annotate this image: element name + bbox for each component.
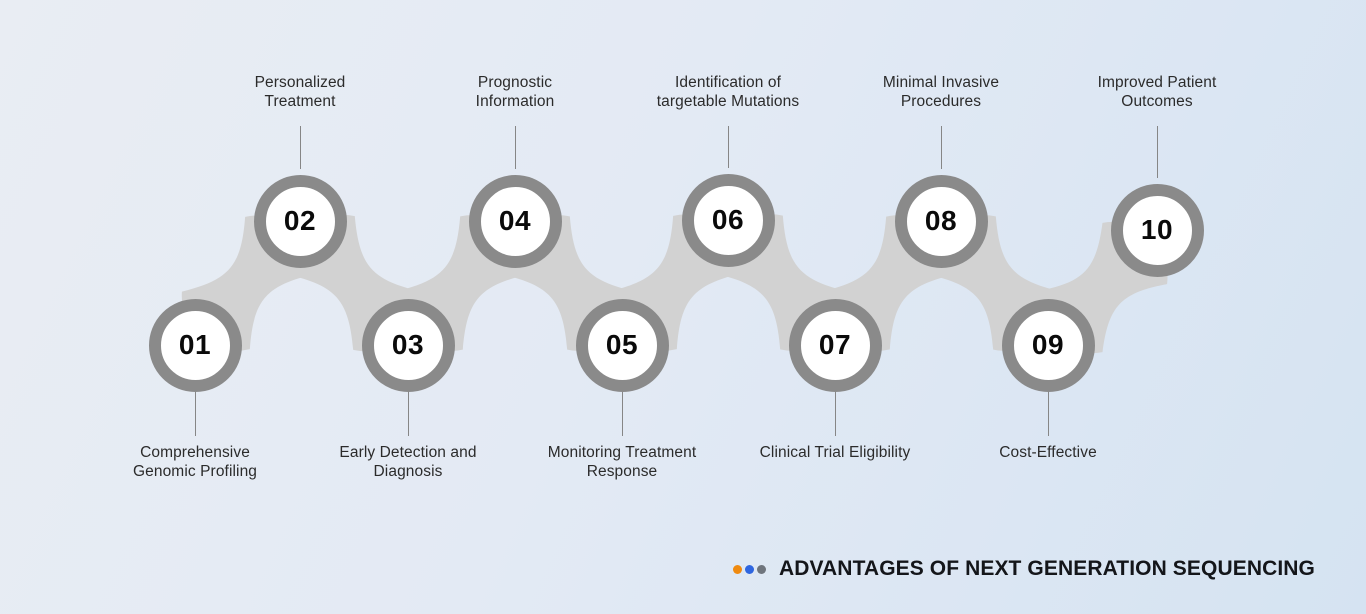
title-row: ADVANTAGES OF NEXT GENERATION SEQUENCING — [732, 557, 1315, 581]
connector-line — [940, 126, 942, 169]
step-number: 10 — [1140, 214, 1174, 245]
connector-line — [514, 126, 516, 169]
step-circle: 07 — [788, 298, 882, 392]
connector-line — [727, 126, 729, 168]
step-number: 04 — [498, 205, 532, 236]
step-label: Cost-Effective — [999, 444, 1097, 461]
dot-gray — [756, 564, 766, 574]
step-circle: 09 — [1001, 298, 1095, 392]
step-circle: 03 — [361, 298, 455, 392]
dot-blue — [744, 564, 754, 574]
connector-line — [299, 126, 301, 169]
dot-orange — [732, 564, 742, 574]
step-number: 03 — [391, 329, 425, 360]
connector-line — [1156, 126, 1158, 178]
step-label: Monitoring Treatment Response — [547, 444, 697, 480]
page-title: ADVANTAGES OF NEXT GENERATION SEQUENCING — [778, 557, 1315, 580]
step-label: Minimal Invasive Procedures — [882, 74, 1000, 110]
step-label: Improved Patient Outcomes — [1097, 74, 1217, 110]
step-number: 06 — [711, 204, 745, 235]
step-number: 07 — [818, 329, 852, 360]
step-circle: 02 — [253, 174, 347, 268]
step-number: 05 — [605, 329, 639, 360]
step-number: 09 — [1031, 329, 1065, 360]
step-number: 01 — [178, 329, 212, 360]
connector-line — [194, 392, 196, 436]
step-label: Personalized Treatment — [254, 74, 346, 110]
step-circle: 04 — [468, 174, 562, 268]
connector-line — [1047, 392, 1049, 436]
step-label: Identification of targetable Mutations — [656, 74, 800, 110]
step-number: 08 — [924, 205, 958, 236]
step-circle: 06 — [681, 173, 775, 267]
step-label: Prognostic Information — [475, 74, 555, 110]
step-label: Early Detection and Diagnosis — [339, 444, 477, 480]
step-label: Clinical Trial Eligibility — [759, 444, 911, 461]
title-dots — [732, 564, 766, 574]
connector-line — [834, 392, 836, 436]
step-circle: 01 — [148, 298, 242, 392]
step-circle: 10 — [1110, 183, 1204, 277]
connector-line — [621, 392, 623, 436]
step-circle: 08 — [894, 174, 988, 268]
step-label: Comprehensive Genomic Profiling — [132, 444, 258, 480]
step-number: 02 — [283, 205, 317, 236]
step-circle: 05 — [575, 298, 669, 392]
connector-line — [407, 392, 409, 436]
